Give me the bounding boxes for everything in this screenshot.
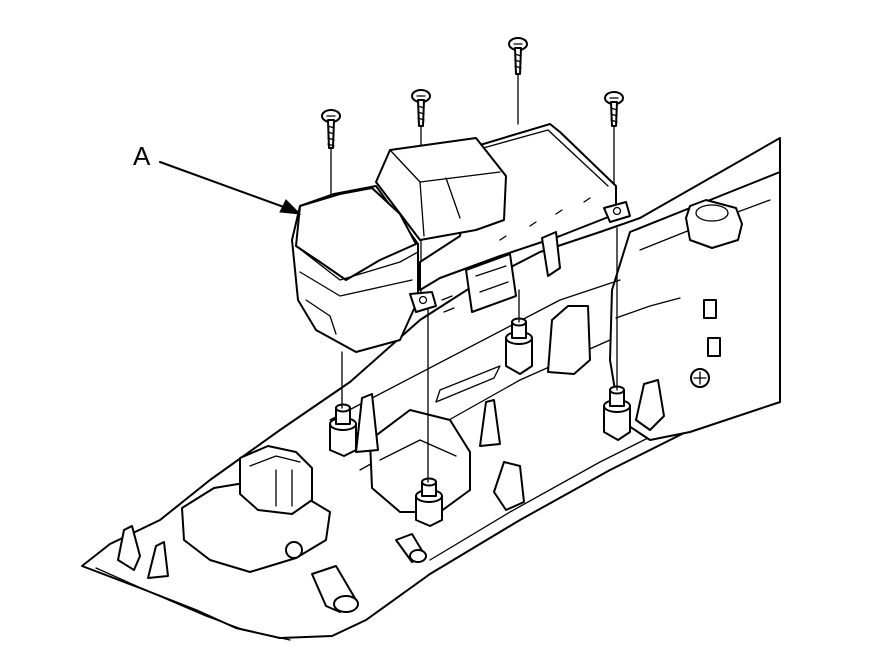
side-slot-1 [703,299,717,319]
switch-mount-ear-right [603,201,631,223]
center-bracket [369,409,471,513]
mount-post-right [603,385,631,441]
clip-right-1 [493,461,525,511]
clip-left-2 [147,541,169,579]
clip-right-3 [547,305,591,375]
callout-leader [159,161,302,215]
mount-post-left [329,403,357,457]
switch-assembly [291,123,631,353]
screw-3 [508,37,528,75]
callout-label-a: A [133,141,151,171]
clip-mid-1 [355,393,379,453]
switch-raised-block [375,137,507,241]
screw-1 [321,109,341,149]
side-slot-2 [707,337,721,357]
armrest-trim-panel [81,137,781,641]
mount-post-mid [505,317,533,375]
clip-right-2 [635,379,665,431]
switch-top-cover [295,187,417,281]
side-knob [685,199,743,249]
clip-mid-2 [479,399,501,447]
switch-mount-ear-left [409,291,437,313]
screw-4 [604,91,624,127]
mount-post-center [415,477,443,527]
clip-left-1 [117,525,141,571]
left-housing-boss [285,541,303,559]
screw-2 [411,89,431,127]
callout-arrowhead [279,199,302,215]
switch-side-tab [541,231,561,277]
switch-connector [465,253,517,313]
